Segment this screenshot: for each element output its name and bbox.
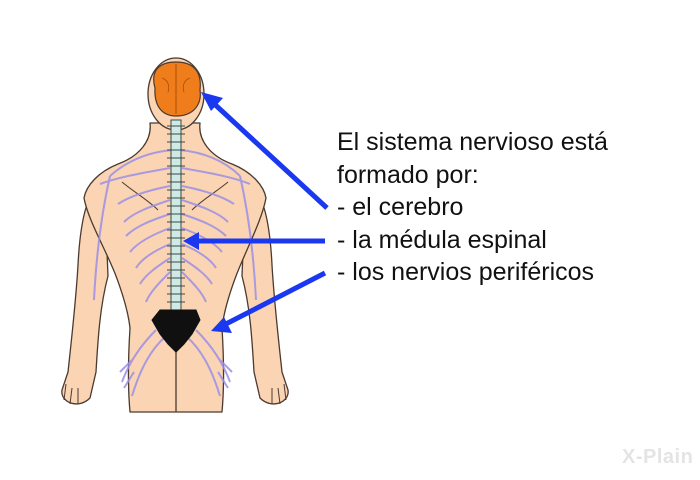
caption-item-peripheral-nerves: - los nervios periféricos: [337, 256, 677, 289]
caption-item-brain: - el cerebro: [337, 191, 677, 224]
caption-item-spinal-cord: - la médula espinal: [337, 224, 677, 257]
x-plain-logo: X-Plain: [622, 446, 693, 469]
caption-heading-line-2: formado por:: [337, 159, 677, 192]
brain-icon: [154, 62, 201, 116]
caption-heading-line-1: El sistema nervioso está: [337, 126, 677, 159]
caption: El sistema nervioso está formado por: - …: [337, 126, 677, 289]
